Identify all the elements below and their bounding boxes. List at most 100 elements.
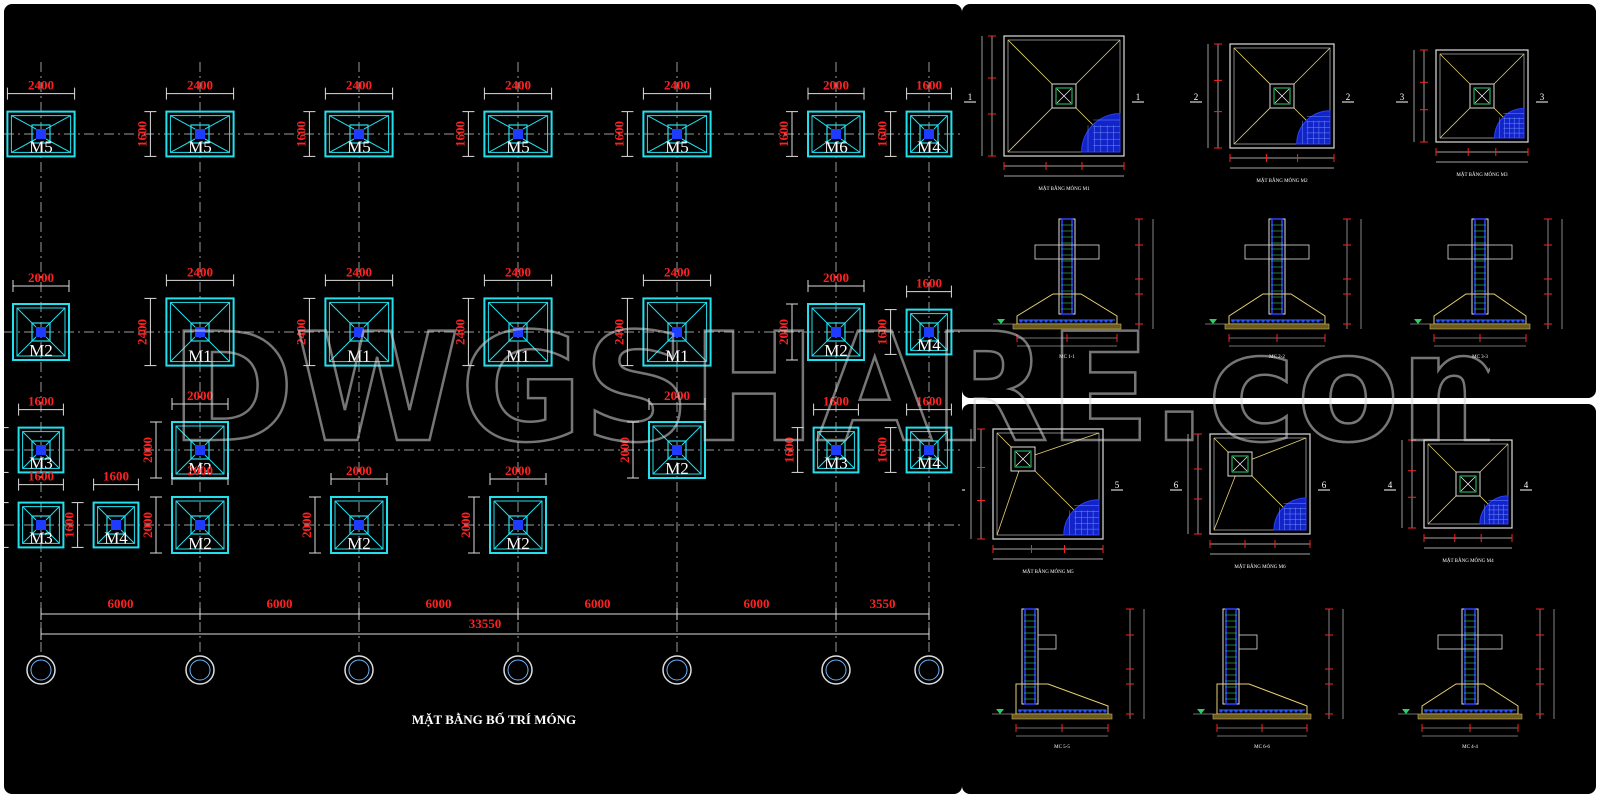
footing-slope-line — [493, 500, 514, 521]
footing-height-dim: 2000 — [458, 512, 473, 538]
footing-slope-line — [363, 529, 384, 550]
section-mark: 6 — [1174, 480, 1179, 490]
footing-height-dim: 1600 — [782, 437, 797, 463]
footing-section-view: MC 4-4 — [1398, 608, 1555, 750]
column-section — [831, 327, 841, 337]
footing-outline — [489, 496, 547, 554]
tie-beam — [1437, 634, 1503, 650]
slope-line — [996, 458, 1024, 536]
footing-outline — [17, 501, 65, 549]
footing-label: M2 — [188, 459, 212, 478]
footing-outline — [92, 501, 140, 549]
grid-bubble — [26, 655, 56, 685]
footing-height-dim: 2400 — [293, 319, 308, 345]
grid-bubble — [914, 655, 944, 685]
plan-view-title: MẶT BẰNG MÓNG M2 — [1256, 177, 1308, 184]
level-marker — [996, 709, 1004, 714]
footing-inner-outline — [328, 301, 390, 363]
column-section — [924, 129, 934, 139]
footing-slope-line — [652, 425, 673, 446]
footing-label: M4 — [104, 528, 128, 547]
footing-label: M1 — [347, 347, 371, 366]
footing-slope-line — [22, 529, 37, 544]
footing-slope-line — [204, 425, 225, 446]
footing-width-dim: 2000 — [664, 388, 690, 403]
footing-inner-outline — [175, 500, 225, 550]
section-mark: 3 — [1400, 92, 1405, 102]
footing-slope-line — [45, 431, 60, 446]
column-outline — [1055, 87, 1073, 105]
footing-outline — [171, 496, 229, 554]
footing-width-dim: 2400 — [346, 264, 372, 279]
footing-width-dim: 2000 — [346, 463, 372, 478]
footing-outline — [642, 110, 712, 158]
bay-dimension: 6000 — [585, 596, 611, 611]
column-pedestal — [826, 322, 846, 342]
lean-concrete — [1012, 323, 1122, 330]
footing-slope-line — [175, 500, 196, 521]
footing-outline — [807, 110, 865, 158]
footing-outline — [165, 297, 235, 367]
column-section — [924, 327, 934, 337]
column-section — [195, 327, 205, 337]
footing-outline — [6, 110, 76, 158]
footing-height-dim: 1600 — [875, 319, 890, 345]
level-marker — [1209, 319, 1217, 324]
footing-slope-line — [811, 138, 832, 153]
footing-height-dim: 2000 — [776, 319, 791, 345]
column-pedestal — [349, 322, 369, 342]
column-pedestal — [349, 124, 369, 144]
footing-label: M3 — [824, 453, 848, 472]
footing-height-dim: 2400 — [611, 319, 626, 345]
lean-concrete — [1429, 323, 1531, 330]
column-rebar — [1271, 218, 1283, 315]
footing-slope-line — [933, 454, 948, 469]
footing-slope-line — [933, 138, 948, 153]
column-section — [831, 129, 841, 139]
footing-height-dim: 2000 — [140, 512, 155, 538]
footing-height-dim: 1600 — [62, 512, 77, 538]
footing-inner-outline — [16, 307, 66, 357]
plan-view-title: MẶT BẰNG MÓNG M1 — [1038, 185, 1090, 192]
column-pedestal — [919, 322, 939, 342]
column-section — [195, 129, 205, 139]
column-section — [36, 129, 46, 139]
footing-slope-line — [45, 529, 60, 544]
column-section — [672, 445, 682, 455]
section-mark: 1 — [968, 92, 973, 102]
column-pedestal — [31, 515, 51, 535]
footing-label: M4 — [917, 335, 941, 354]
footing-height-dim: 1600 — [134, 121, 149, 147]
column-pedestal — [190, 515, 210, 535]
footing-slope-line — [334, 529, 355, 550]
footing-inner-outline — [910, 431, 948, 469]
footing-outline — [12, 303, 70, 361]
footing-height-dim: 1600 — [611, 121, 626, 147]
footing-inner-outline — [487, 115, 549, 153]
footing-section-view: MC 5-5 — [992, 608, 1145, 750]
column-cross — [1015, 451, 1031, 467]
column-pedestal — [190, 322, 210, 342]
column-pedestal — [31, 440, 51, 460]
column-section — [672, 327, 682, 337]
footing-width-dim: 2400 — [664, 264, 690, 279]
footing-height-dim: 2400 — [452, 319, 467, 345]
footing-outline — [642, 297, 712, 367]
lean-concrete — [1417, 713, 1523, 720]
column-pedestal — [667, 322, 687, 342]
footing-width-dim: 2000 — [187, 463, 213, 478]
bay-dimension: 6000 — [108, 596, 134, 611]
footing-plan-outline — [1435, 49, 1529, 143]
footing-plan-inner — [1007, 39, 1121, 153]
total-dimension: 33550 — [469, 616, 502, 631]
footing-label: M5 — [347, 137, 371, 156]
column-rebar — [1061, 218, 1073, 315]
